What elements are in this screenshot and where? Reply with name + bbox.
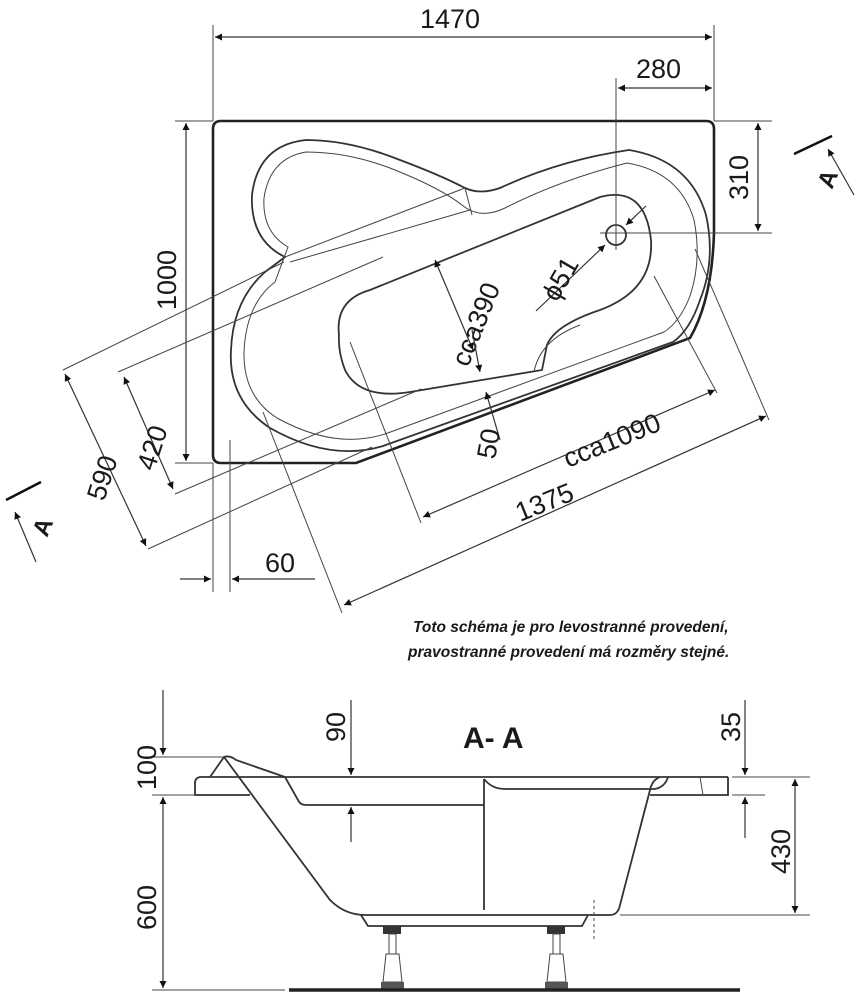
- section-marker-top-right: A: [793, 134, 855, 196]
- dim-line-cca390: [434, 259, 474, 351]
- tub-shell: [223, 756, 661, 916]
- dim-line-420: [123, 376, 174, 490]
- tub-outer-outline: [211, 119, 716, 465]
- tub-basin: [337, 193, 652, 395]
- seat-edge-3: [464, 187, 473, 216]
- dim-label-rim-thickness: 35: [716, 712, 746, 742]
- note-line-2: pravostranné provedení má rozměry stejné…: [407, 644, 729, 661]
- leg-left: [381, 926, 404, 990]
- dim-label-basin-width: cca390: [446, 278, 506, 370]
- dim-leader-phi51: [535, 244, 606, 312]
- dim-label-inner-length: cca1090: [559, 408, 665, 474]
- tub-rim-right: [650, 777, 729, 796]
- leg-right: [545, 926, 568, 990]
- section-view: A- A: [132, 690, 810, 992]
- dim-label-basin-depth: 430: [766, 829, 796, 874]
- dim-label-width-total: 1470: [420, 4, 480, 34]
- tub-step: [284, 776, 484, 806]
- dim-label-drain-offset-x: 280: [636, 54, 681, 84]
- dim-label-step-depth: 90: [321, 712, 351, 742]
- section-marker-bottom-left: A: [5, 480, 60, 563]
- dim-label-width-420: 420: [131, 422, 173, 474]
- dim-label-rim-60: 60: [265, 548, 295, 578]
- dim-label-length-diagonal: 1375: [511, 477, 578, 527]
- dim-label-drain-diameter: ϕ51: [536, 252, 585, 306]
- seat-edge-2: [289, 209, 471, 263]
- seat-edge: [284, 187, 466, 258]
- dim-label-drain-offset-y: 310: [724, 155, 754, 200]
- plan-view: 1470 280 310 1000 cca390 ϕ51 50: [5, 4, 855, 614]
- tub-rim-inner: [229, 139, 711, 453]
- backrest-line: [533, 324, 581, 373]
- dim-label-seat-gap: 50: [471, 426, 506, 461]
- dim-label-depth-total: 1000: [152, 250, 182, 310]
- floor-plate: [360, 914, 589, 927]
- dim-label-leg-height: 600: [132, 885, 162, 930]
- dim-label-rim-height: 100: [132, 745, 162, 790]
- dim-line-50: [471, 329, 483, 373]
- tub-rim-left: [194, 776, 285, 796]
- tub-rim-inner-2: [243, 151, 698, 440]
- tub-shelf: [483, 776, 669, 790]
- dim-line-1375: [343, 415, 767, 606]
- headrest: [209, 755, 286, 778]
- section-title: A- A: [463, 722, 524, 755]
- dim-label-width-590: 590: [81, 452, 123, 504]
- dim-line-590: [64, 373, 147, 547]
- section-marker-label: A: [28, 514, 60, 540]
- note-line-1: Toto schéma je pro levostranné provedení…: [413, 619, 729, 636]
